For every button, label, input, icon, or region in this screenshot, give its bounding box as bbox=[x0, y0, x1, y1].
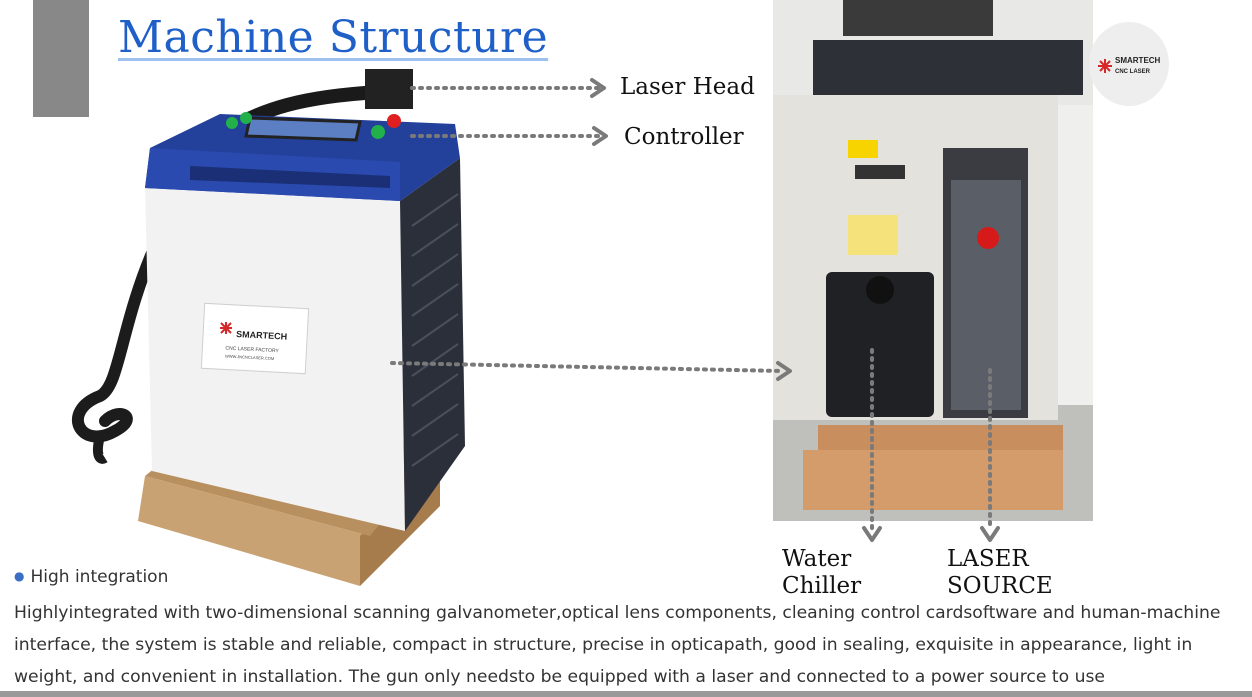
label-controller: Controller bbox=[624, 124, 744, 150]
brand-logo-badge: SMARTECH CNC LASER bbox=[1089, 22, 1169, 106]
label-water-chiller: Water Chiller bbox=[782, 546, 862, 599]
machine-front-photo: SMARTECH CNC LASER FACTORY WWW.JNCNCLASE… bbox=[72, 69, 465, 586]
title-accent-bar bbox=[33, 0, 89, 117]
panel-brand-url: WWW.JNCNCLASER.COM bbox=[225, 353, 275, 361]
machine-back-photo bbox=[773, 0, 1093, 521]
panel-brand-sub: CNC LASER FACTORY bbox=[225, 345, 279, 354]
panel-brand-name: SMARTECH bbox=[236, 329, 287, 342]
section-heading: ● High integration bbox=[14, 567, 168, 587]
bottom-divider bbox=[0, 691, 1252, 697]
label-laser-source: LASER SOURCE bbox=[947, 546, 1053, 599]
logo-brand-sub: CNC LASER bbox=[1115, 69, 1151, 75]
label-laser-head: Laser Head bbox=[620, 74, 755, 100]
bullet-dot-icon: ● bbox=[14, 569, 25, 583]
section-heading-text: High integration bbox=[30, 567, 169, 587]
section-body-text: Highlyintegrated with two-dimensional sc… bbox=[14, 603, 1221, 687]
page-title: Machine Structure bbox=[118, 12, 549, 63]
logo-brand-name: SMARTECH bbox=[1115, 56, 1161, 65]
